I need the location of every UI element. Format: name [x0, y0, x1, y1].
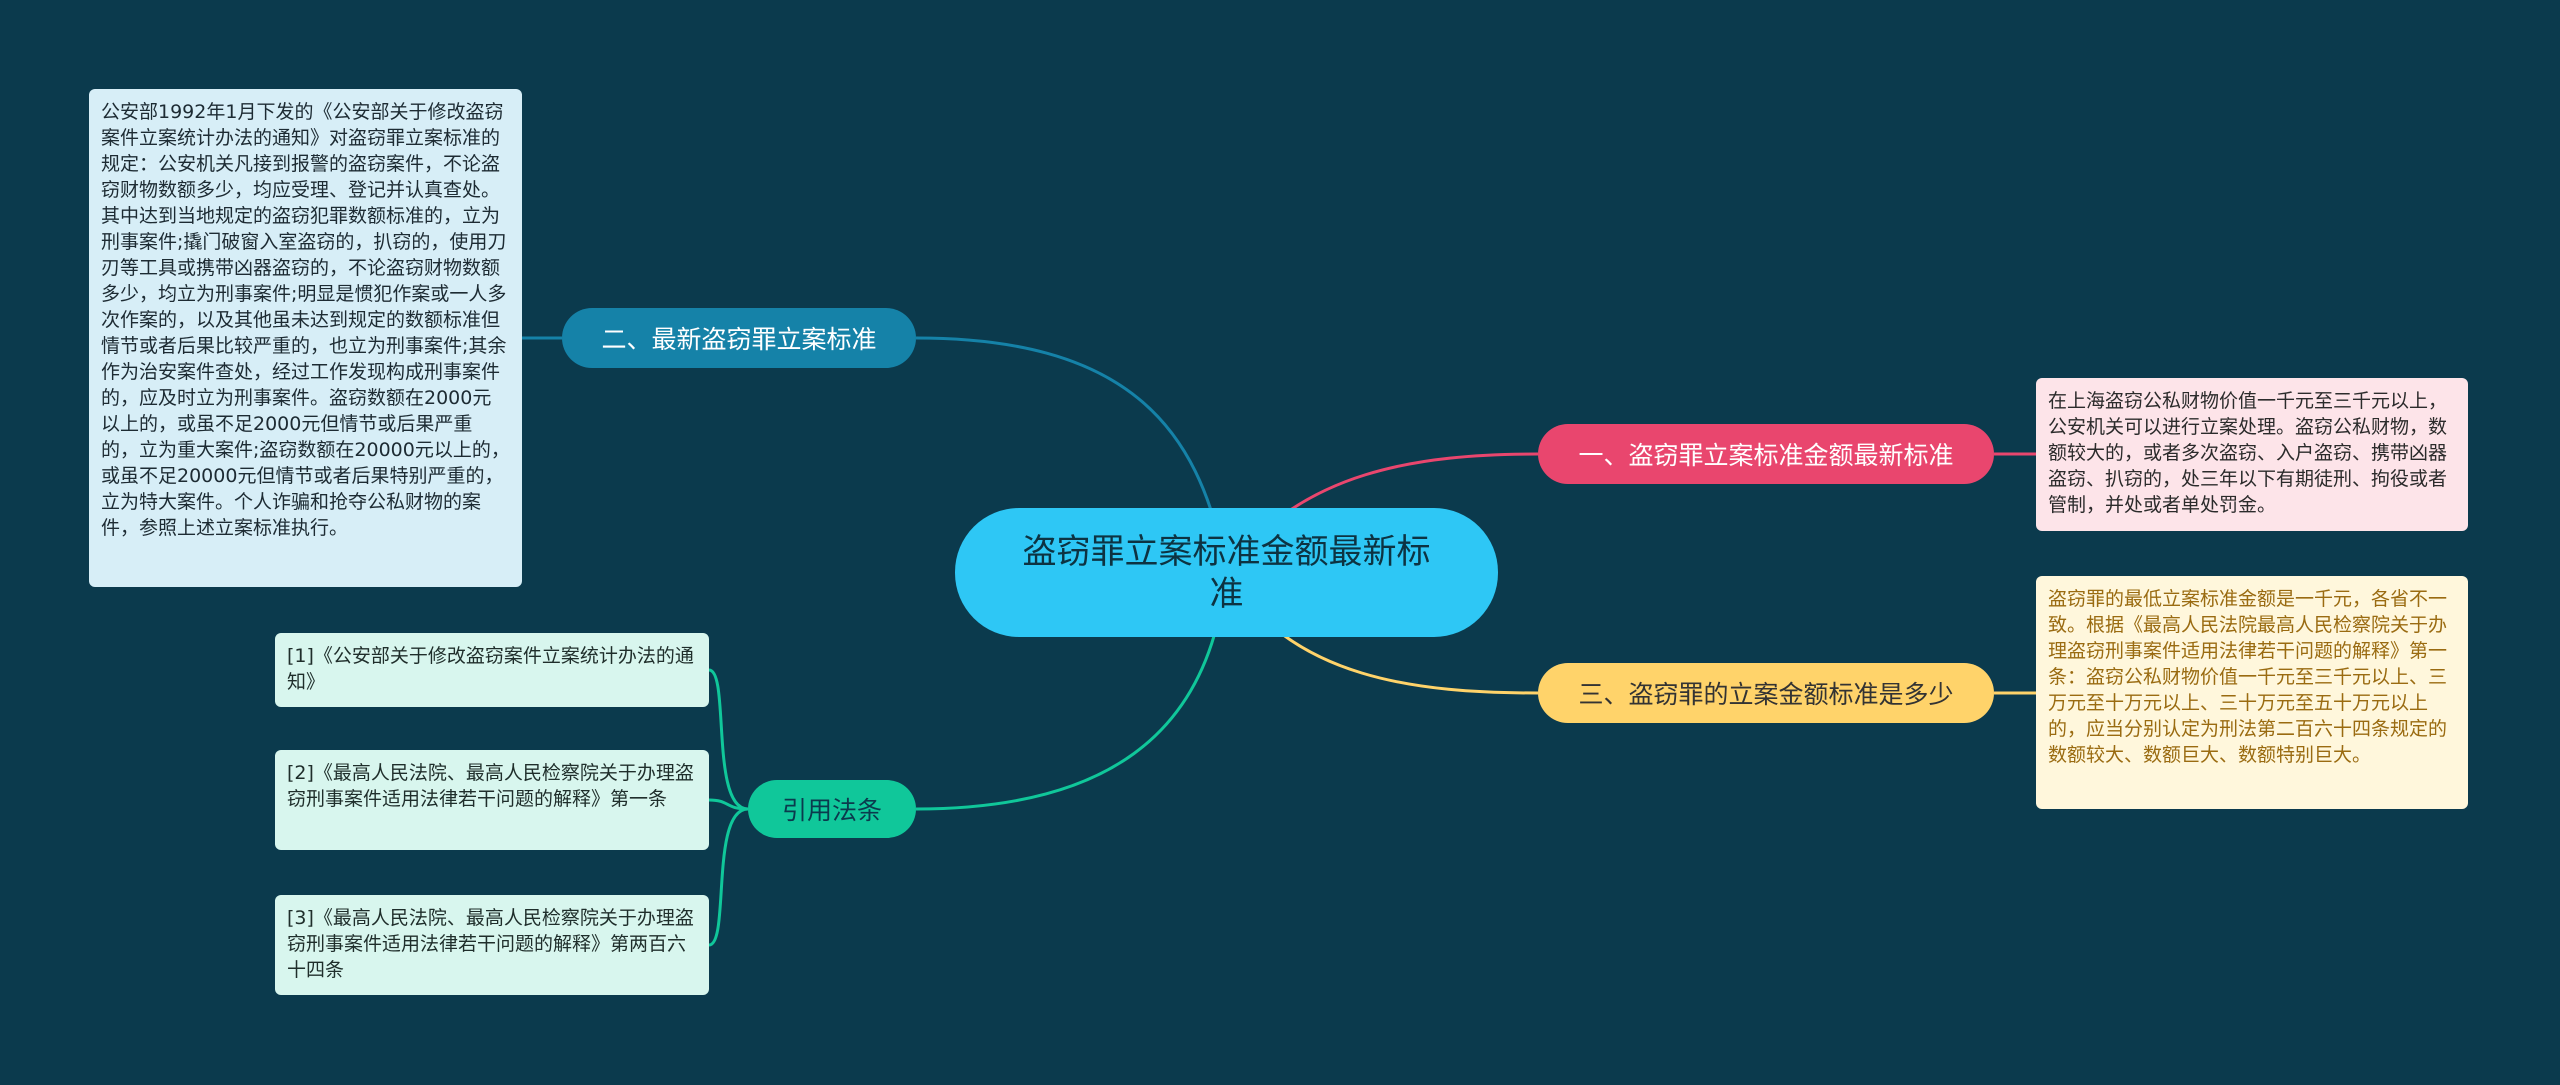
link-b4-ref3: [708, 807, 749, 947]
reference-card-1[interactable]: [1]《公安部关于修改盗窃案件立案统计办法的通知》: [275, 633, 709, 707]
link-b4-ref1: [708, 668, 749, 811]
reference-card-1-body: [1]《公安部关于修改盗窃案件立案统计办法的通知》: [287, 645, 694, 693]
reference-card-3-body: [3]《最高人民法院、最高人民检察院关于办理盗窃刑事案件适用法律若干问题的解释》…: [287, 907, 694, 981]
branch-node-references[interactable]: 引用法条: [748, 780, 916, 838]
text-card-latest-standard-body: 公安部1992年1月下发的《公安部关于修改盗窃案件立案统计办法的通知》对盗窃罪立…: [101, 101, 510, 539]
reference-card-3[interactable]: [3]《最高人民法院、最高人民检察院关于办理盗窃刑事案件适用法律若干问题的解释》…: [275, 895, 709, 995]
branch-node-2-label: 二、最新盗窃罪立案标准: [601, 325, 877, 354]
link-b4-ref2: [708, 798, 749, 811]
central-topic-label: 盗窃罪立案标准金额最新标准: [1022, 531, 1431, 614]
reference-card-2[interactable]: [2]《最高人民法院、最高人民检察院关于办理盗窃刑事案件适用法律若干问题的解释》…: [275, 750, 709, 850]
branch-node-3-label: 三、盗窃罪的立案金额标准是多少: [1578, 680, 1954, 709]
branch-node-1[interactable]: 一、盗窃罪立案标准金额最新标准: [1538, 424, 1994, 484]
branch-node-3[interactable]: 三、盗窃罪的立案金额标准是多少: [1538, 663, 1994, 723]
text-card-amount-standard-body: 在上海盗窃公私财物价值一千元至三千元以上，公安机关可以进行立案处理。盗窃公私财物…: [2048, 390, 2448, 516]
central-topic[interactable]: 盗窃罪立案标准金额最新标准: [955, 508, 1498, 637]
text-card-latest-standard[interactable]: 公安部1992年1月下发的《公安部关于修改盗窃案件立案统计办法的通知》对盗窃罪立…: [89, 89, 522, 587]
text-card-amount-standard[interactable]: 在上海盗窃公私财物价值一千元至三千元以上，公安机关可以进行立案处理。盗窃公私财物…: [2036, 378, 2468, 531]
branch-node-references-label: 引用法条: [781, 796, 882, 825]
text-card-filing-amount[interactable]: 盗窃罪的最低立案标准金额是一千元，各省不一致。根据《最高人民法院最高人民检察院关…: [2036, 576, 2468, 809]
branch-node-2[interactable]: 二、最新盗窃罪立案标准: [562, 308, 916, 368]
text-card-filing-amount-body: 盗窃罪的最低立案标准金额是一千元，各省不一致。根据《最高人民法院最高人民检察院关…: [2048, 588, 2448, 766]
reference-card-2-body: [2]《最高人民法院、最高人民检察院关于办理盗窃刑事案件适用法律若干问题的解释》…: [287, 762, 694, 810]
branch-node-1-label: 一、盗窃罪立案标准金额最新标准: [1578, 441, 1954, 470]
